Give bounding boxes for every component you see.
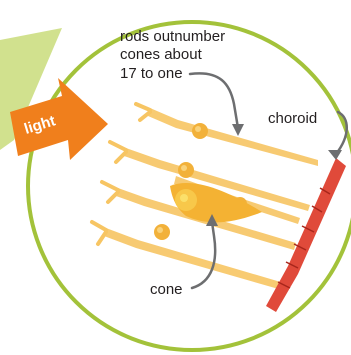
rods-note-line-2: cones about — [120, 46, 203, 63]
rods-note-line-1: rods outnumber — [120, 28, 225, 45]
cone-nucleus-highlight — [180, 194, 188, 202]
rods-note-line-3: 17 to one — [120, 65, 183, 82]
cone-label: cone — [150, 281, 183, 298]
choroid-label: choroid — [268, 110, 317, 127]
